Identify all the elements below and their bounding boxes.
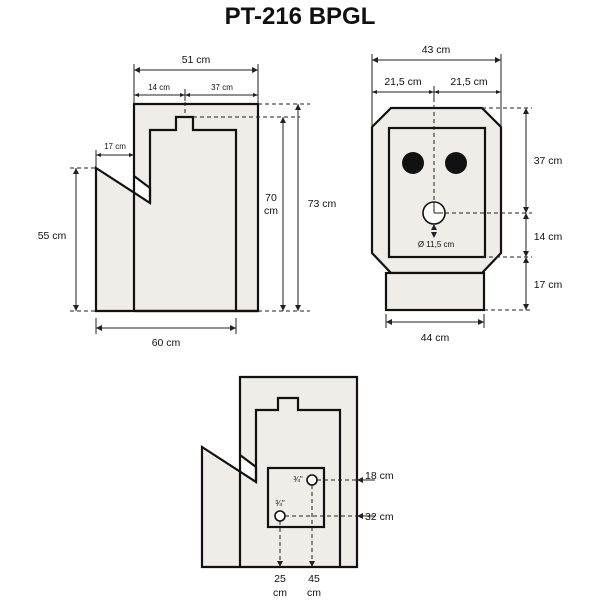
arrow — [253, 93, 258, 97]
arrow — [280, 305, 286, 311]
side-width-label: 51 cm — [182, 54, 211, 66]
arrow — [434, 90, 439, 94]
connection-height-2-label: 32 cm — [365, 511, 394, 523]
arrow — [96, 325, 102, 331]
connection-height-1-label: 18 cm — [365, 470, 394, 482]
arrow — [523, 251, 529, 257]
flue-diameter-label: Ø 11,5 cm — [418, 240, 455, 249]
arrow — [134, 67, 140, 73]
arrow — [73, 305, 79, 311]
pipe-connection-1-icon — [306, 474, 318, 486]
arrow — [523, 108, 529, 114]
side-view-outline — [94, 102, 260, 313]
arrow — [357, 513, 363, 519]
arrow — [96, 153, 101, 157]
connection-offset-2-unit: cm — [307, 587, 321, 599]
arrow — [295, 104, 301, 110]
front-lower-height-label: 17 cm — [534, 279, 563, 291]
front-view-door — [387, 126, 487, 259]
connection-offset-1-value: 25 — [274, 573, 286, 585]
front-view: Ø 11,5 cm 43 cm 21,5 cm 21,5 cm 37 cm 14… — [370, 44, 563, 344]
arrow — [73, 168, 79, 174]
side-base-width-label: 60 cm — [152, 337, 181, 349]
arrow — [357, 477, 363, 483]
pipe-size-2-label: ¾" — [275, 499, 285, 508]
arrow — [280, 117, 286, 123]
arrow — [523, 257, 529, 263]
side-front-height-label: 55 cm — [38, 230, 67, 242]
arrow — [185, 93, 190, 97]
front-width-label: 43 cm — [422, 44, 451, 56]
arrow — [134, 93, 139, 97]
front-view-base — [384, 271, 486, 312]
front-half-right-label: 21,5 cm — [450, 76, 488, 88]
connection-panel — [266, 466, 326, 529]
arrow — [372, 57, 378, 63]
arrow — [180, 93, 185, 97]
burner-port-left-icon — [402, 152, 424, 174]
connection-offset-1-unit: cm — [273, 587, 287, 599]
arrow — [230, 325, 236, 331]
arrow — [372, 90, 377, 94]
side-seg-left-label: 14 cm — [148, 83, 170, 92]
connection-offset-2-value: 45 — [308, 573, 320, 585]
arrow — [478, 319, 484, 325]
side-seg-right-label: 37 cm — [211, 83, 233, 92]
arrow — [523, 304, 529, 310]
front-upper-height-label: 37 cm — [534, 155, 563, 167]
pipe-connection-2-icon — [274, 510, 286, 522]
arrow — [252, 67, 258, 73]
front-base-width-label: 44 cm — [421, 332, 450, 344]
arrow — [495, 57, 501, 63]
arrow — [431, 232, 437, 238]
drawing-title: PT-216 BPGL — [225, 3, 376, 30]
arrow — [277, 561, 283, 567]
arrow — [386, 319, 392, 325]
arrow — [429, 90, 434, 94]
pipe-size-1-label: ¾" — [293, 475, 303, 484]
arrow — [431, 224, 437, 230]
burner-port-right-icon — [445, 152, 467, 174]
side-step-label: 17 cm — [104, 142, 126, 151]
front-half-left-label: 21,5 cm — [384, 76, 422, 88]
connection-inner-tank — [254, 396, 342, 567]
arrow — [523, 207, 529, 213]
side-total-height-label: 73 cm — [308, 198, 337, 210]
front-middle-height-label: 14 cm — [534, 231, 563, 243]
arrow — [523, 213, 529, 219]
arrow — [496, 90, 501, 94]
arrow — [129, 153, 134, 157]
connection-view: ¾" ¾" 18 cm 32 cm 25 cm 45 cm — [200, 375, 394, 599]
arrow — [309, 561, 315, 567]
arrow — [295, 305, 301, 311]
